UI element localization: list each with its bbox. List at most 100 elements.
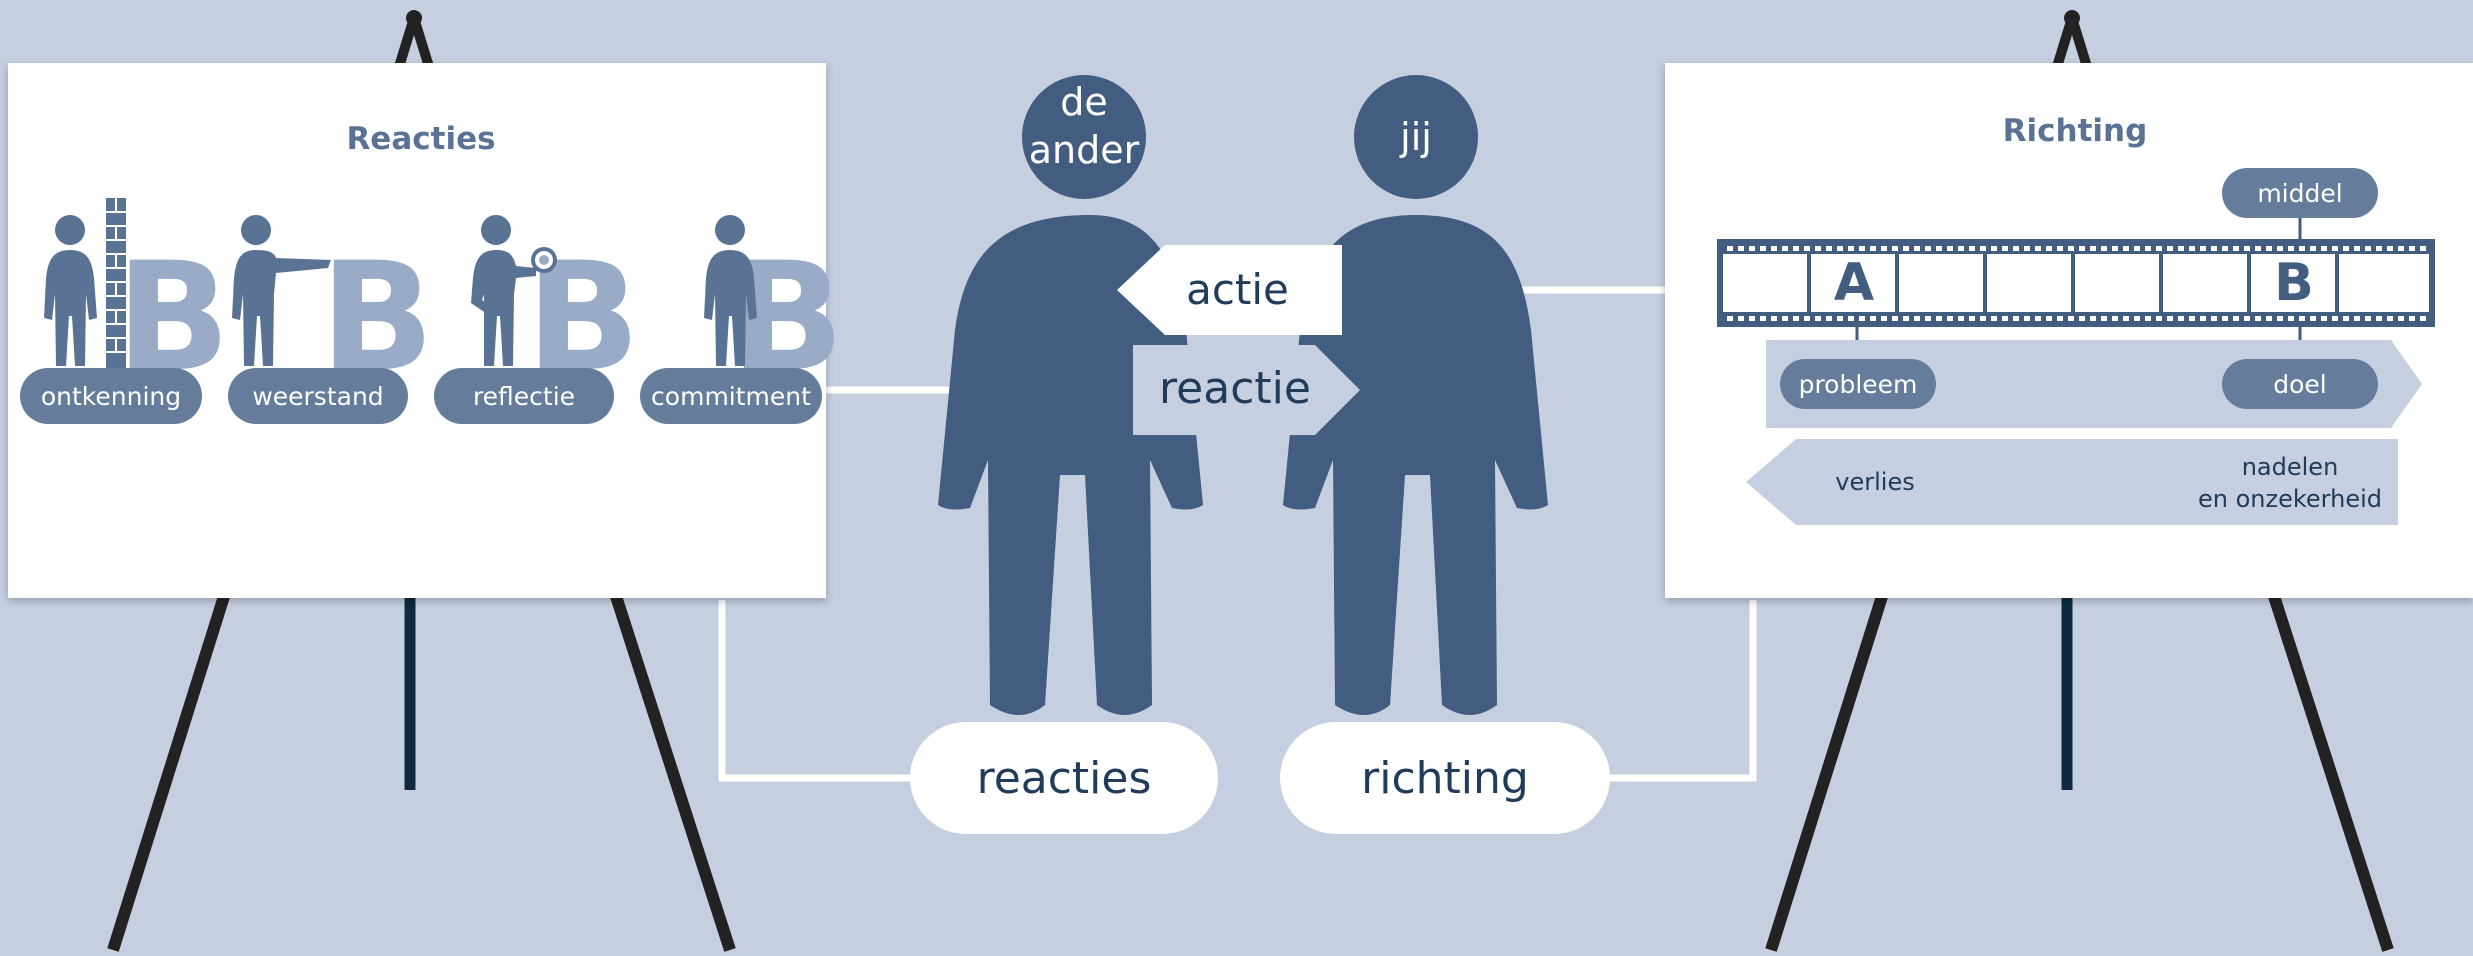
sprocket-hole bbox=[2200, 246, 2206, 251]
sprocket-hole bbox=[1958, 316, 1964, 321]
reacties-pill: reacties bbox=[910, 722, 1218, 834]
sprocket-hole bbox=[2222, 316, 2228, 321]
sprocket-hole bbox=[2013, 316, 2019, 321]
sprocket-hole bbox=[1749, 246, 1755, 251]
sprocket-hole bbox=[2266, 316, 2272, 321]
sprocket-hole bbox=[2112, 246, 2118, 251]
sprocket-hole bbox=[1771, 246, 1777, 251]
sprocket-hole bbox=[2046, 316, 2052, 321]
reacties-card-title: Reacties bbox=[346, 121, 496, 157]
sprocket-hole bbox=[2145, 316, 2151, 321]
sprocket-hole bbox=[1925, 316, 1931, 321]
sprocket-hole bbox=[2002, 316, 2008, 321]
sprocket-hole bbox=[2167, 246, 2173, 251]
stage-pill-ontkenning: ontkenning bbox=[20, 368, 202, 424]
sprocket-hole bbox=[1793, 316, 1799, 321]
commitment-figure bbox=[704, 215, 757, 366]
sprocket-hole bbox=[2255, 316, 2261, 321]
sprocket-hole bbox=[1892, 246, 1898, 251]
sprocket-hole bbox=[1771, 316, 1777, 321]
sprocket-hole bbox=[1914, 316, 1920, 321]
sprocket-hole bbox=[1782, 316, 1788, 321]
sprocket-hole bbox=[2365, 316, 2371, 321]
sprocket-hole bbox=[2156, 246, 2162, 251]
sprocket-hole bbox=[1815, 246, 1821, 251]
sprocket-hole bbox=[2420, 246, 2426, 251]
reacties-card: Reacties B B B bbox=[8, 63, 844, 598]
sprocket-hole bbox=[2079, 246, 2085, 251]
left-easel bbox=[107, 10, 736, 952]
sprocket-hole bbox=[2068, 316, 2074, 321]
sprocket-hole bbox=[2233, 316, 2239, 321]
nadelen-label-line2: en onzekerheid bbox=[2198, 485, 2382, 513]
sprocket-hole bbox=[2310, 316, 2316, 321]
sprocket-hole bbox=[2321, 246, 2327, 251]
sprocket-hole bbox=[2299, 316, 2305, 321]
sprocket-hole bbox=[2310, 246, 2316, 251]
sprocket-hole bbox=[2046, 246, 2052, 251]
sprocket-hole bbox=[2035, 246, 2041, 251]
sprocket-hole bbox=[2035, 316, 2041, 321]
sprocket-hole bbox=[2409, 246, 2415, 251]
sprocket-hole bbox=[2332, 246, 2338, 251]
sprocket-hole bbox=[1870, 246, 1876, 251]
sprocket-hole bbox=[1727, 316, 1733, 321]
sprocket-hole bbox=[2244, 316, 2250, 321]
sprocket-hole bbox=[2288, 316, 2294, 321]
sprocket-hole bbox=[2376, 316, 2382, 321]
sprocket-hole bbox=[1969, 316, 1975, 321]
sprocket-hole bbox=[2376, 246, 2382, 251]
sprocket-hole bbox=[1947, 246, 1953, 251]
sprocket-hole bbox=[2024, 316, 2030, 321]
sprocket-hole bbox=[1958, 246, 1964, 251]
sprocket-hole bbox=[2101, 246, 2107, 251]
sprocket-hole bbox=[1848, 316, 1854, 321]
sprocket-hole bbox=[2398, 246, 2404, 251]
sprocket-hole bbox=[2288, 246, 2294, 251]
sprocket-hole bbox=[2321, 316, 2327, 321]
sprocket-hole bbox=[2398, 316, 2404, 321]
actie-label: actie bbox=[1186, 265, 1289, 314]
sprocket-hole bbox=[2387, 246, 2393, 251]
sprocket-hole bbox=[1738, 246, 1744, 251]
sprocket-hole bbox=[2343, 316, 2349, 321]
sprocket-hole bbox=[2354, 246, 2360, 251]
sprocket-hole bbox=[2090, 246, 2096, 251]
person-jij bbox=[1283, 75, 1548, 715]
sprocket-hole bbox=[2365, 246, 2371, 251]
sprocket-hole bbox=[2244, 246, 2250, 251]
sprocket-hole bbox=[1980, 316, 1986, 321]
sprocket-hole bbox=[1815, 316, 1821, 321]
stage-pill-reflectie: reflectie bbox=[434, 368, 614, 424]
weerstand-figure bbox=[232, 215, 331, 366]
middel-pill: middel bbox=[2222, 168, 2378, 218]
sprocket-hole bbox=[2024, 246, 2030, 251]
sprocket-hole bbox=[2266, 246, 2272, 251]
sprocket-hole bbox=[2233, 246, 2239, 251]
richting-pill: richting bbox=[1280, 722, 1610, 834]
frame-a-letter: A bbox=[1833, 253, 1875, 313]
right-easel bbox=[1765, 10, 2394, 952]
sprocket-hole bbox=[1991, 246, 1997, 251]
sprocket-hole bbox=[1793, 246, 1799, 251]
sprocket-hole bbox=[1826, 316, 1832, 321]
sprocket-hole bbox=[2343, 246, 2349, 251]
sprocket-hole bbox=[2409, 316, 2415, 321]
sprocket-hole bbox=[1903, 316, 1909, 321]
reflectie-figure bbox=[471, 215, 557, 366]
sprocket-hole bbox=[2002, 246, 2008, 251]
sprocket-hole bbox=[1881, 246, 1887, 251]
sprocket-hole bbox=[1936, 316, 1942, 321]
sprocket-hole bbox=[2079, 316, 2085, 321]
sprocket-hole bbox=[1903, 246, 1909, 251]
sprocket-hole bbox=[1837, 316, 1843, 321]
sprocket-hole bbox=[2354, 316, 2360, 321]
sprocket-hole bbox=[2013, 246, 2019, 251]
probleem-pill: probleem bbox=[1780, 359, 1936, 409]
richting-card: Richting middel bbox=[1665, 63, 2473, 598]
sprocket-hole bbox=[2222, 246, 2228, 251]
frame-b-letter: B bbox=[2274, 253, 2314, 313]
sprocket-hole bbox=[1936, 246, 1942, 251]
sprocket-hole bbox=[1782, 246, 1788, 251]
sprocket-hole bbox=[1980, 246, 1986, 251]
